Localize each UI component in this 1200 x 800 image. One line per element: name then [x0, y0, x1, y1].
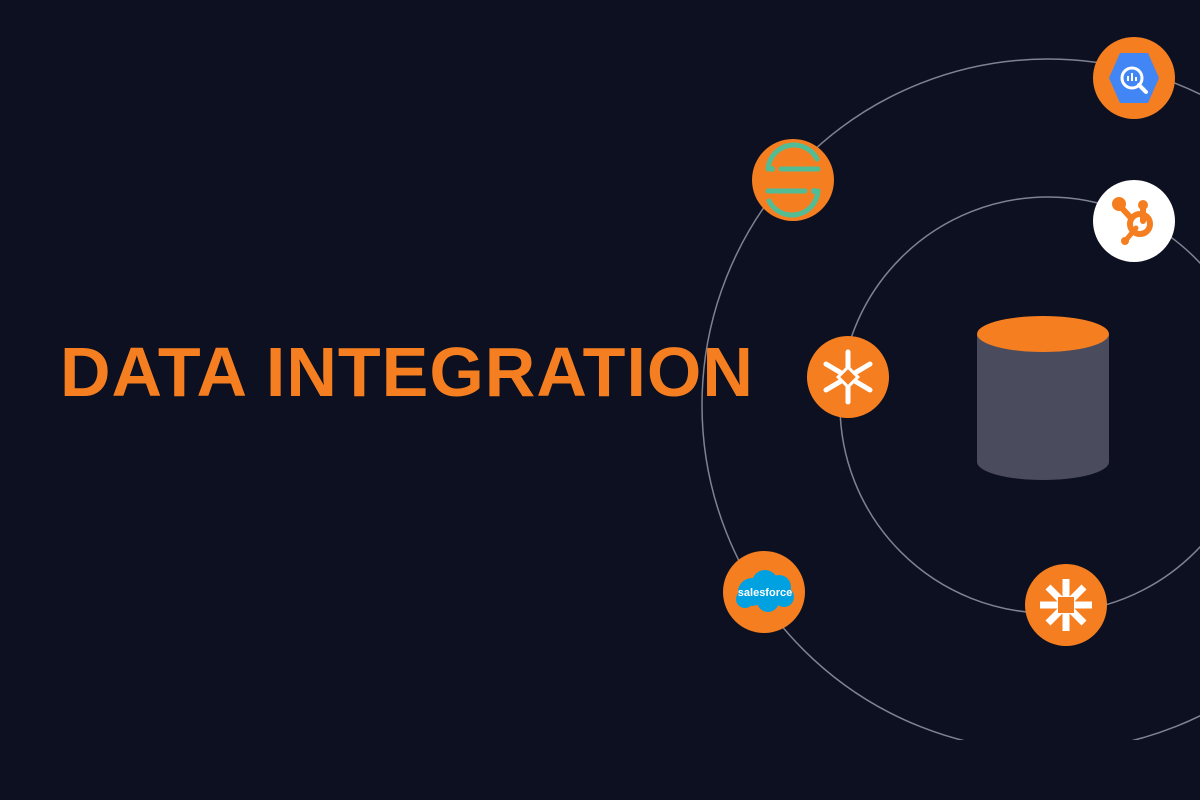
salesforce-label: salesforce	[738, 587, 792, 599]
zapier-icon[interactable]	[1025, 564, 1107, 646]
snowflake-icon[interactable]	[807, 336, 889, 418]
page-title: DATA INTEGRATION	[60, 333, 754, 411]
bottom-mask	[0, 740, 1200, 800]
salesforce-icon[interactable]: salesforce	[723, 551, 805, 633]
hubspot-icon[interactable]	[1093, 180, 1175, 262]
bigquery-icon[interactable]	[1093, 37, 1175, 119]
segment-icon[interactable]	[752, 139, 834, 221]
database-icon	[977, 316, 1109, 480]
